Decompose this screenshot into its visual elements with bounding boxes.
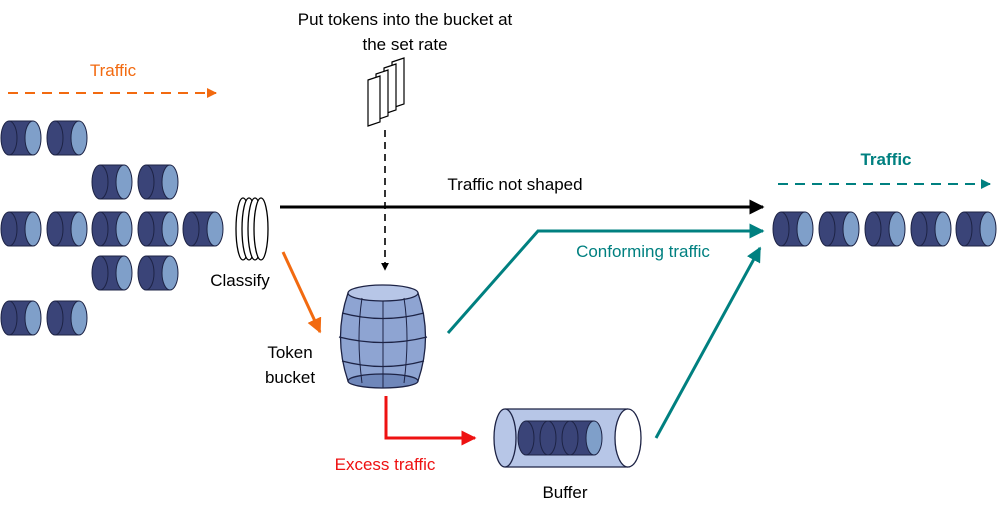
- incoming-traffic-label: Traffic: [90, 61, 137, 80]
- conforming-traffic-arrow: [446, 223, 765, 334]
- packet-icon: [91, 255, 133, 291]
- packet-icon: [46, 120, 88, 156]
- tokens-label-line2: the set rate: [362, 35, 447, 54]
- packet-icon: [137, 255, 179, 291]
- outgoing-traffic-label: Traffic: [860, 150, 911, 169]
- packet-icon: [46, 300, 88, 336]
- buffer-tube-icon: [493, 408, 642, 468]
- tokens-label-line1: Put tokens into the bucket at: [298, 10, 513, 29]
- classify-label: Classify: [210, 271, 270, 290]
- incoming-packets: [0, 120, 224, 336]
- classifier-icon: [235, 197, 269, 261]
- packet-icon: [137, 164, 179, 200]
- packet-icon: [91, 164, 133, 200]
- conforming-traffic-label: Conforming traffic: [576, 242, 710, 261]
- packet-icon: [864, 211, 906, 247]
- packet-icon: [182, 211, 224, 247]
- packet-icon: [818, 211, 860, 247]
- classify-to-bucket-arrow: [281, 251, 322, 334]
- packet-icon: [772, 211, 814, 247]
- barrel-icon: [338, 284, 428, 389]
- token-cards-icon: [367, 57, 405, 127]
- packet-icon: [910, 211, 952, 247]
- buffer-label: Buffer: [542, 483, 587, 502]
- token-label-line2: bucket: [265, 368, 315, 387]
- token-label-line1: Token: [267, 343, 312, 362]
- packet-icon: [0, 300, 42, 336]
- packet-icon: [0, 211, 42, 247]
- packet-icon: [955, 211, 997, 247]
- packet-icon: [0, 120, 42, 156]
- packet-icon: [137, 211, 179, 247]
- packet-icon: [91, 211, 133, 247]
- outgoing-packets: [772, 211, 997, 247]
- excess-traffic-arrow: [384, 396, 477, 446]
- packet-icon: [46, 211, 88, 247]
- excess-traffic-label: Excess traffic: [335, 455, 436, 474]
- packet-icon: [561, 420, 603, 456]
- not-shaped-label: Traffic not shaped: [447, 175, 582, 194]
- buffer-to-output-arrow: [654, 246, 762, 439]
